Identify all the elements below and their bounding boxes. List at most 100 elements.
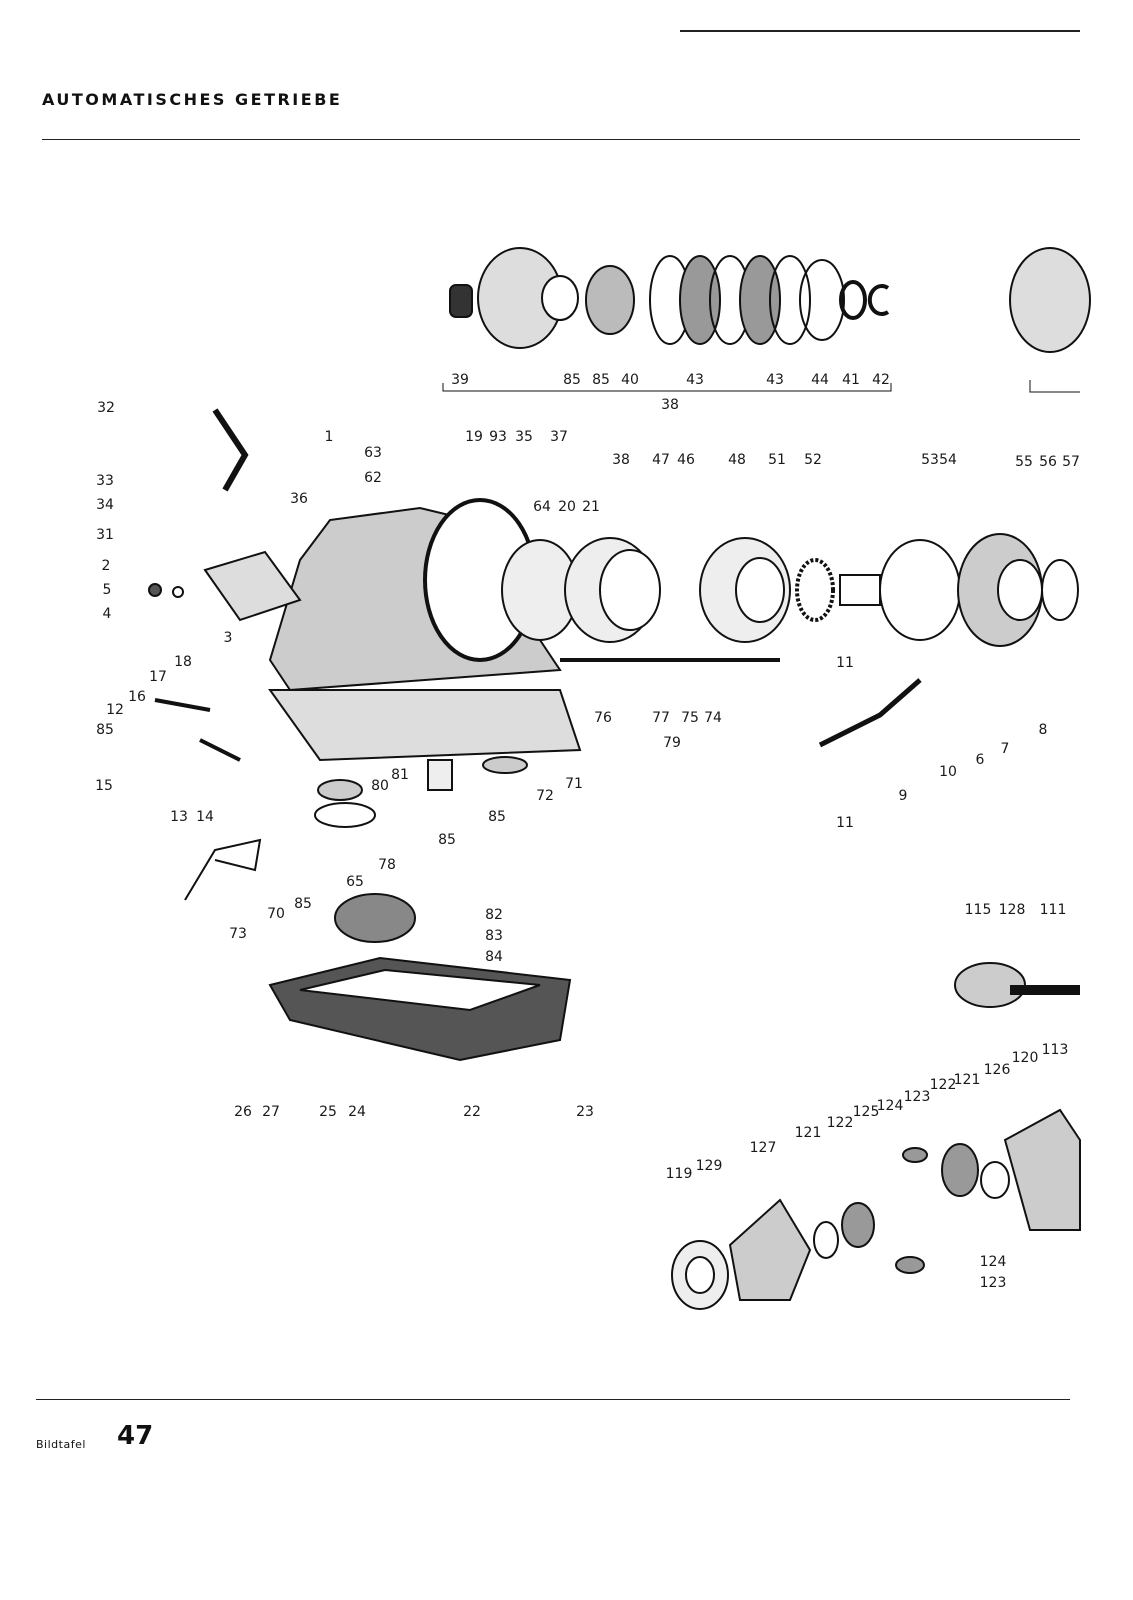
part-number-label: 4 <box>102 606 112 622</box>
part-number-label: 63 <box>364 445 382 461</box>
part-number-label: 71 <box>565 776 583 792</box>
header-rule <box>42 139 1080 140</box>
part-number-label: 3 <box>223 630 233 646</box>
part-number-label: 37 <box>550 429 568 445</box>
part-number-label: 85 <box>294 896 312 912</box>
part-number-label: 75 <box>681 710 699 726</box>
part-number-label: 121 <box>953 1072 981 1088</box>
plate-number: 47 <box>117 1421 154 1451</box>
part-number-label: 129 <box>695 1158 723 1174</box>
part-number-label: 120 <box>1011 1050 1039 1066</box>
part-number-label: 128 <box>998 902 1026 918</box>
part-number-label: 85 <box>438 832 456 848</box>
part-number-label: 85 <box>96 722 114 738</box>
part-number-label: 113 <box>1041 1042 1069 1058</box>
part-number-label: 33 <box>96 473 114 489</box>
part-number-label: 56 <box>1039 454 1057 470</box>
part-number-label: 19 <box>465 429 483 445</box>
part-number-label: 85 <box>563 372 581 388</box>
part-number-label: 34 <box>96 497 114 513</box>
part-number-label: 20 <box>558 499 576 515</box>
part-number-label: 64 <box>533 499 551 515</box>
part-number-label: 2 <box>101 558 111 574</box>
transmission-housing-illustration <box>268 498 582 762</box>
part-number-label: 122 <box>929 1077 957 1093</box>
part-number-label: 54 <box>939 452 957 468</box>
part-number-label: 52 <box>804 452 822 468</box>
part-number-label: 119 <box>665 1166 693 1182</box>
part-number-label: 18 <box>174 654 192 670</box>
part-number-label: 74 <box>704 710 722 726</box>
part-number-label: 73 <box>229 926 247 942</box>
part-number-label: 1 <box>324 429 334 445</box>
part-number-label: 44 <box>811 372 829 388</box>
part-number-label: 123 <box>903 1089 931 1105</box>
part-number-label: 111 <box>1039 902 1067 918</box>
part-number-label: 125 <box>852 1104 880 1120</box>
drums-illustration <box>564 533 1079 647</box>
part-number-label: 39 <box>451 372 469 388</box>
part-number-label: 35 <box>515 429 533 445</box>
part-number-label: 38 <box>661 397 679 413</box>
small-parts-illustration <box>148 408 922 943</box>
part-number-label: 76 <box>594 710 612 726</box>
part-number-label: 12 <box>106 702 124 718</box>
part-number-label: 121 <box>794 1125 822 1141</box>
part-number-label: 46 <box>677 452 695 468</box>
part-number-label: 48 <box>728 452 746 468</box>
part-number-label: 51 <box>768 452 786 468</box>
part-number-label: 38 <box>612 452 630 468</box>
part-number-label: 115 <box>964 902 992 918</box>
part-number-label: 57 <box>1062 454 1080 470</box>
part-number-label: 22 <box>463 1104 481 1120</box>
part-number-label: 47 <box>652 452 670 468</box>
part-number-label: 26 <box>234 1104 252 1120</box>
part-number-label: 77 <box>652 710 670 726</box>
part-number-label: 124 <box>979 1254 1007 1270</box>
part-number-label: 6 <box>975 752 985 768</box>
part-number-label: 8 <box>1038 722 1048 738</box>
part-number-label: 122 <box>826 1115 854 1131</box>
part-number-label: 9 <box>898 788 908 804</box>
part-number-label: 16 <box>128 689 146 705</box>
part-number-label: 7 <box>1000 741 1010 757</box>
part-number-label: 21 <box>582 499 600 515</box>
part-number-label: 11 <box>836 655 854 671</box>
part-number-label: 80 <box>371 778 389 794</box>
part-number-label: 126 <box>983 1062 1011 1078</box>
part-number-label: 23 <box>576 1104 594 1120</box>
part-number-label: 53 <box>921 452 939 468</box>
part-number-label: 24 <box>348 1104 366 1120</box>
part-number-label: 81 <box>391 767 409 783</box>
part-number-label: 85 <box>592 372 610 388</box>
part-number-label: 17 <box>149 669 167 685</box>
part-number-label: 31 <box>96 527 114 543</box>
part-number-label: 83 <box>485 928 503 944</box>
part-number-label: 84 <box>485 949 503 965</box>
part-number-label: 41 <box>842 372 860 388</box>
page-title: AUTOMATISCHES GETRIEBE <box>42 90 343 109</box>
part-number-label: 82 <box>485 907 503 923</box>
part-number-label: 62 <box>364 470 382 486</box>
part-number-label: 93 <box>489 429 507 445</box>
part-number-label: 70 <box>267 906 285 922</box>
part-number-label: 14 <box>196 809 214 825</box>
part-number-label: 36 <box>290 491 308 507</box>
differential-illustration <box>671 962 1081 1310</box>
top-rule <box>680 30 1080 32</box>
part-number-label: 27 <box>262 1104 280 1120</box>
part-number-label: 85 <box>488 809 506 825</box>
part-number-label: 40 <box>621 372 639 388</box>
part-number-label: 43 <box>686 372 704 388</box>
part-number-label: 15 <box>95 778 113 794</box>
part-number-label: 55 <box>1015 454 1033 470</box>
part-number-label: 79 <box>663 735 681 751</box>
clutch-pack-illustration <box>442 247 1091 393</box>
part-number-label: 43 <box>766 372 784 388</box>
part-number-label: 127 <box>749 1140 777 1156</box>
plate-label: Bildtafel <box>36 1438 86 1451</box>
part-number-label: 5 <box>102 582 112 598</box>
part-number-label: 25 <box>319 1104 337 1120</box>
part-number-label: 78 <box>378 857 396 873</box>
